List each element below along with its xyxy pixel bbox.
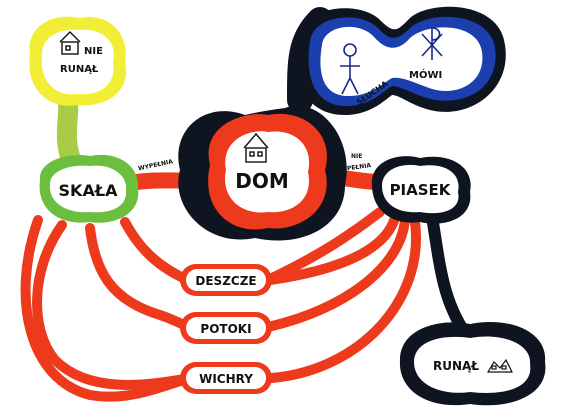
edge-label-nie-2: WYPEŁNIA xyxy=(336,162,372,174)
node-deszcze: DESZCZE xyxy=(180,264,272,296)
edge-label-nie-1: NIE xyxy=(351,153,362,160)
stem-nie-runal-skala xyxy=(56,88,82,172)
house-icon xyxy=(59,31,81,55)
rubble-icon xyxy=(486,358,513,373)
link-piasek-runal xyxy=(424,199,476,346)
wichry-label: WICHRY xyxy=(199,372,253,386)
house-icon xyxy=(243,132,269,163)
dom-label: DOM xyxy=(235,169,289,193)
skala-label: SKAŁA xyxy=(59,181,119,200)
node-potoki: POTOKI xyxy=(180,312,272,344)
chi-rho-icon xyxy=(421,27,443,60)
node-skala: SKAŁA xyxy=(39,154,139,223)
piasek-label: PIASEK xyxy=(390,181,452,199)
nie-runal-line1: NIE xyxy=(84,46,103,57)
runal-label: RUNĄŁ xyxy=(433,359,479,373)
mowi-label: MÓWI xyxy=(409,68,442,81)
nie-runal-line2: RUNĄŁ xyxy=(60,64,99,75)
deszcze-label: DESZCZE xyxy=(195,274,256,288)
edge-label-wypelnia: WYPEŁNIA xyxy=(138,158,174,172)
node-piasek: PIASEK xyxy=(371,156,471,224)
node-runal: RUNĄŁ xyxy=(399,321,546,406)
red-connectors xyxy=(20,207,421,402)
node-dom: DOM xyxy=(208,113,327,230)
stick-figure-icon xyxy=(340,43,360,95)
sluchab-mowi-cloud xyxy=(296,6,506,115)
node-nie-runal: NIE RUNĄŁ xyxy=(29,16,127,106)
potoki-label: POTOKI xyxy=(200,322,251,336)
node-wichry: WICHRY xyxy=(180,362,272,394)
